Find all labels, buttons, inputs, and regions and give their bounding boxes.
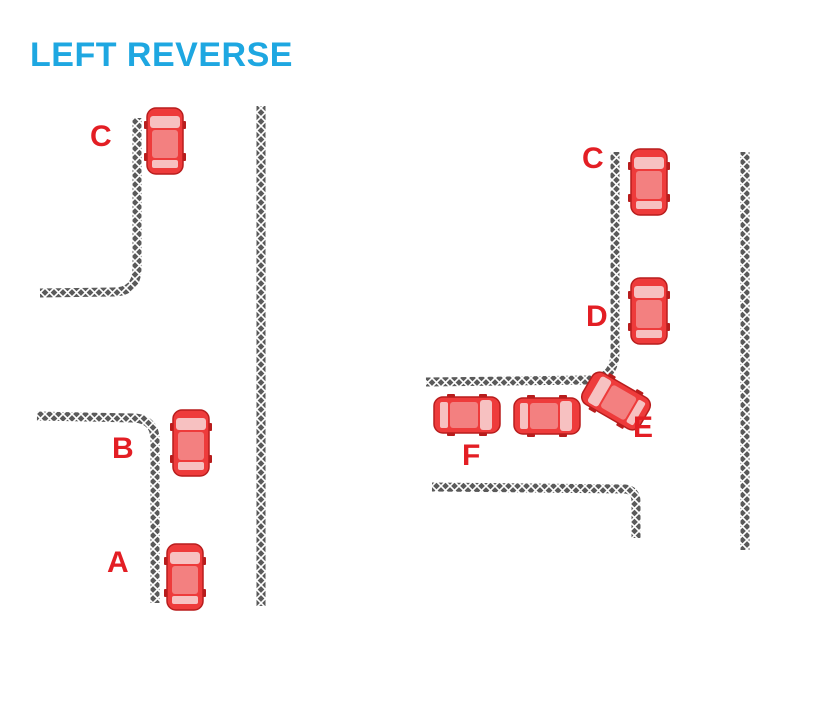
kerb-right-lower — [431, 482, 641, 538]
kerb-left-upper — [39, 118, 142, 298]
car-position-f — [433, 393, 501, 437]
car-position-b — [169, 409, 213, 477]
label-a: A — [107, 546, 129, 579]
car-position-c — [627, 148, 671, 216]
label-c: C — [90, 120, 112, 153]
car-position-c — [143, 107, 187, 175]
right-diagram: C D E F — [425, 142, 750, 550]
left-diagram: C B A — [36, 106, 266, 611]
car-position-d — [627, 277, 671, 345]
label-f: F — [462, 439, 480, 472]
kerb-left-lower — [36, 411, 160, 603]
label-b: B — [112, 432, 134, 465]
car-position-a — [163, 543, 207, 611]
label-d: D — [586, 300, 608, 333]
label-c: C — [582, 142, 604, 175]
car-position-e-to-f — [513, 394, 581, 438]
kerb-right-upper — [425, 152, 620, 387]
label-e: E — [633, 411, 653, 444]
page-title: LEFT REVERSE — [30, 36, 293, 74]
